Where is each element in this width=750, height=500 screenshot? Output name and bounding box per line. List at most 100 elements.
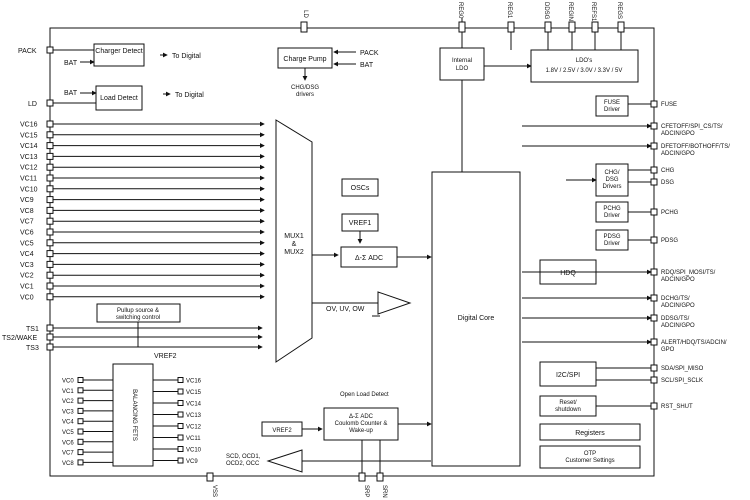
- pin-pack[interactable]: [46, 46, 54, 54]
- bal-pin-left: [77, 438, 84, 445]
- pin-right-4[interactable]: [650, 178, 658, 186]
- pin-vc8[interactable]: [46, 206, 54, 214]
- pin-vc10-label: VC10: [20, 186, 38, 193]
- pin-vc1[interactable]: [46, 282, 54, 290]
- pin-top-refs1-label: REFS1: [590, 2, 596, 22]
- bal-pin-left: [77, 377, 84, 383]
- bal-pin-left: [77, 387, 84, 394]
- bal-vc10-label: VC10: [186, 448, 202, 454]
- pin-right-label: RDQ/SPI_MOSI/TS/ADCIN/GPO: [661, 270, 716, 283]
- pin-ld-label: LD: [28, 101, 37, 108]
- pin-vc3-label: VC3: [20, 262, 34, 269]
- pin-top-regs[interactable]: [617, 21, 625, 33]
- bal-vc14-label: VC14: [186, 402, 202, 408]
- pin-vc0[interactable]: [46, 293, 54, 301]
- pin-vc10[interactable]: [46, 185, 54, 193]
- pin-right-13[interactable]: [650, 402, 658, 410]
- pin-pack-label: PACK: [18, 48, 37, 55]
- pin-ld[interactable]: [46, 99, 54, 107]
- pin-vc5[interactable]: [46, 239, 54, 247]
- pin-top-reg1[interactable]: [507, 21, 515, 33]
- vref2-label: VREF2: [154, 353, 177, 360]
- mux-block: [275, 119, 313, 363]
- ldos-block: [530, 49, 639, 83]
- pin-right-label: SDA/SPI_MISO: [661, 366, 704, 372]
- pullup-text: Pullup source &switching control: [116, 308, 160, 321]
- pin-bottom-vss[interactable]: [206, 472, 214, 482]
- pin-vc6[interactable]: [46, 228, 54, 236]
- cp-bat-label: BAT: [360, 62, 374, 69]
- pin-right-label: DDSG/TS/ADCIN/GPO: [661, 316, 695, 329]
- pin-right-11[interactable]: [650, 364, 658, 372]
- bal-vc16-label: VC16: [186, 379, 202, 385]
- pin-vc16[interactable]: [46, 120, 54, 128]
- pin-vc11[interactable]: [46, 174, 54, 182]
- bal-vc15-label: VC15: [186, 390, 202, 396]
- pin-vc4-label: VC4: [20, 251, 34, 258]
- pin-vc7[interactable]: [46, 217, 54, 225]
- hdq-text: HDQ: [560, 270, 576, 277]
- reset-shutdown-text: Reset/shutdown: [555, 400, 581, 413]
- pin-vc12[interactable]: [46, 163, 54, 171]
- pin-vc5-label: VC5: [20, 240, 34, 247]
- pin-ts3[interactable]: [46, 343, 54, 351]
- pin-top-refs1[interactable]: [591, 21, 599, 33]
- pin-right-10[interactable]: [650, 338, 658, 346]
- pin-top-regin-label: REGIN: [567, 2, 573, 21]
- pin-ts1-label: TS1: [26, 326, 39, 333]
- pin-vc7-label: VC7: [20, 219, 34, 226]
- pin-ts2[interactable]: [46, 333, 54, 341]
- bal-vc7-label: VC7: [62, 451, 74, 457]
- pin-vc4[interactable]: [46, 250, 54, 258]
- pin-top-regin[interactable]: [568, 21, 576, 33]
- pin-right-5[interactable]: [650, 208, 658, 216]
- pin-vc3[interactable]: [46, 260, 54, 268]
- load-detect-block: [95, 85, 143, 111]
- charger-detect-block: [93, 43, 145, 67]
- pin-bottom-vss-label: VSS: [211, 485, 217, 497]
- pin-bottom-srp[interactable]: [358, 472, 366, 482]
- adc-text: Δ-Σ ADC: [355, 255, 383, 262]
- fuse-driver-block: [595, 95, 629, 117]
- bal-vc3-label: VC3: [62, 409, 74, 415]
- pin-right-2[interactable]: [650, 142, 658, 150]
- pin-vc9[interactable]: [46, 196, 54, 204]
- pin-right-0[interactable]: [650, 100, 658, 108]
- bal-vc11-label: VC11: [186, 436, 201, 442]
- bal-vc8-label: VC8: [62, 461, 74, 467]
- pin-bottom-srn[interactable]: [376, 472, 384, 482]
- bal-pin-right: [177, 423, 184, 429]
- registers-text: Registers: [575, 430, 605, 437]
- pin-vc2[interactable]: [46, 271, 54, 279]
- scd-label: SCD, OCD1,OCD2, OCC: [226, 454, 261, 467]
- pin-vc14[interactable]: [46, 142, 54, 150]
- pin-vc13[interactable]: [46, 152, 54, 160]
- pin-vc9-label: VC9: [20, 197, 34, 204]
- pin-top-ld[interactable]: [300, 21, 308, 33]
- balancing-fets-text: BALANCING FETS: [131, 389, 137, 441]
- charger-bat-label: BAT: [64, 60, 78, 67]
- pin-right-9[interactable]: [650, 314, 658, 322]
- pin-top-ddsg[interactable]: [544, 21, 552, 33]
- ov-uv-ow-label: OV, UV, OW: [326, 306, 365, 313]
- pin-vc15[interactable]: [46, 131, 54, 139]
- pin-right-12[interactable]: [650, 376, 658, 384]
- pin-right-1[interactable]: [650, 122, 658, 130]
- pin-right-6[interactable]: [650, 236, 658, 244]
- pin-right-3[interactable]: [650, 166, 658, 174]
- digital-core-text: Digital Core: [458, 315, 495, 322]
- pin-right-8[interactable]: [650, 294, 658, 302]
- bal-pin-right: [177, 434, 184, 441]
- balancing-fets-block: [112, 363, 154, 467]
- pin-top-reg0[interactable]: [458, 21, 466, 33]
- load-bat-label: BAT: [64, 90, 78, 97]
- pin-right-7[interactable]: [650, 268, 658, 276]
- pin-ts1[interactable]: [46, 324, 54, 332]
- vref2-box-text: VREF2: [272, 428, 292, 434]
- internal-ldo-block: [439, 47, 485, 81]
